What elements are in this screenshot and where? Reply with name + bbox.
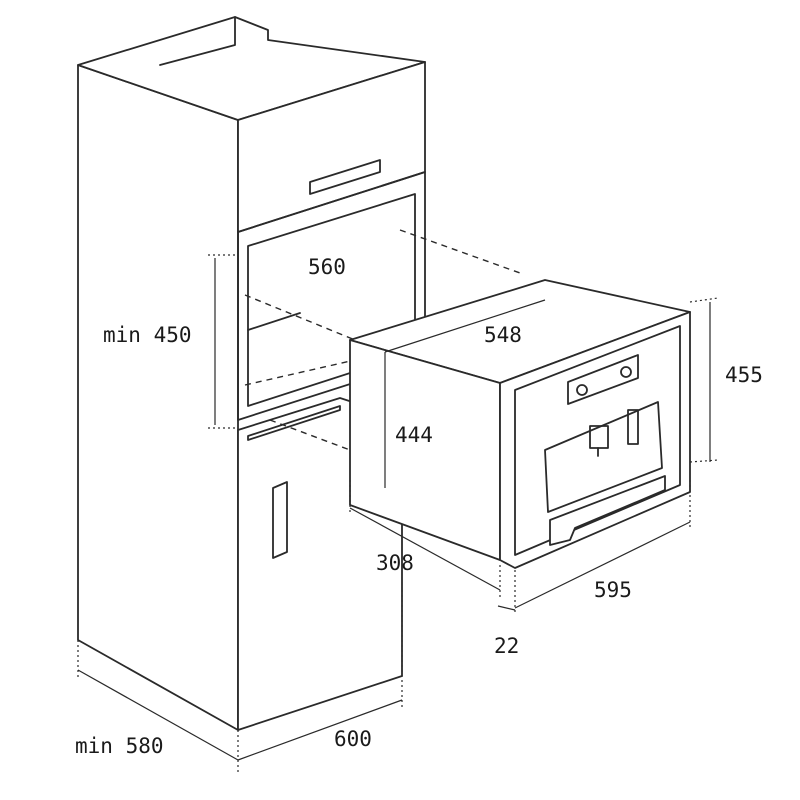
dim-niche-min-height: min 450 xyxy=(103,323,192,347)
dim-body-height: 444 xyxy=(395,423,433,447)
niche-shelf-line xyxy=(247,312,301,331)
dim-protrusion: 308 xyxy=(376,551,414,575)
dim-front-width: 595 xyxy=(594,578,632,602)
dim-cabinet-min-depth: min 580 xyxy=(75,734,164,758)
lower-door-edge xyxy=(247,405,341,441)
upper-drawer-handle xyxy=(309,159,381,195)
cabinet-top-notch xyxy=(159,16,236,66)
lower-door-handle xyxy=(272,481,288,559)
control-panel xyxy=(567,354,639,405)
dim-niche-width: 560 xyxy=(308,255,346,279)
control-knob-right xyxy=(620,366,632,378)
dim-front-thickness: 22 xyxy=(494,634,519,658)
drip-tray xyxy=(549,475,666,546)
top-dim-guide xyxy=(384,299,546,353)
coffee-spout xyxy=(589,425,609,449)
dispenser-recess xyxy=(544,401,663,513)
milk-spout xyxy=(627,409,639,445)
dimension-lines xyxy=(77,254,719,775)
dim-appliance-height: 455 xyxy=(725,363,763,387)
projection-lines xyxy=(244,229,521,451)
control-knob-left xyxy=(576,384,588,396)
cabinet-left-side xyxy=(77,64,239,731)
front-frame xyxy=(514,325,681,556)
dim-cabinet-width: 600 xyxy=(334,727,372,751)
dimension-labels: 560 min 450 548 455 444 308 595 22 600 m… xyxy=(75,255,763,758)
dim-appliance-depth: 548 xyxy=(484,323,522,347)
coffee-machine xyxy=(349,279,691,569)
